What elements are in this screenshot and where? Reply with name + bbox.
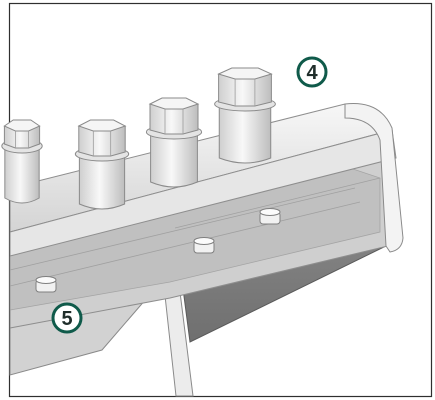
callout-5-label: 5: [61, 308, 72, 330]
hex-bolt-icon: [214, 67, 276, 164]
clip-nut-icon: [259, 208, 281, 225]
clip-nut-icon: [35, 276, 57, 293]
numbered-callout-icon: [51, 302, 83, 334]
rail-end-cap: [344, 103, 404, 253]
hex-bolt-icon: [1, 119, 43, 204]
callout-4-label: 4: [306, 62, 318, 84]
numbered-callout-icon: [296, 56, 328, 88]
bolt-row: [1, 67, 276, 210]
callout-4: 4: [296, 56, 328, 88]
nut-row: [35, 208, 281, 293]
hex-bolt-icon: [145, 97, 203, 188]
channel-lines: [9, 177, 381, 287]
rail-front-edge: [9, 129, 397, 257]
clip-nut-icon: [193, 237, 215, 254]
hex-bolt-icon: [74, 119, 130, 210]
callout-5: 5: [51, 302, 83, 334]
